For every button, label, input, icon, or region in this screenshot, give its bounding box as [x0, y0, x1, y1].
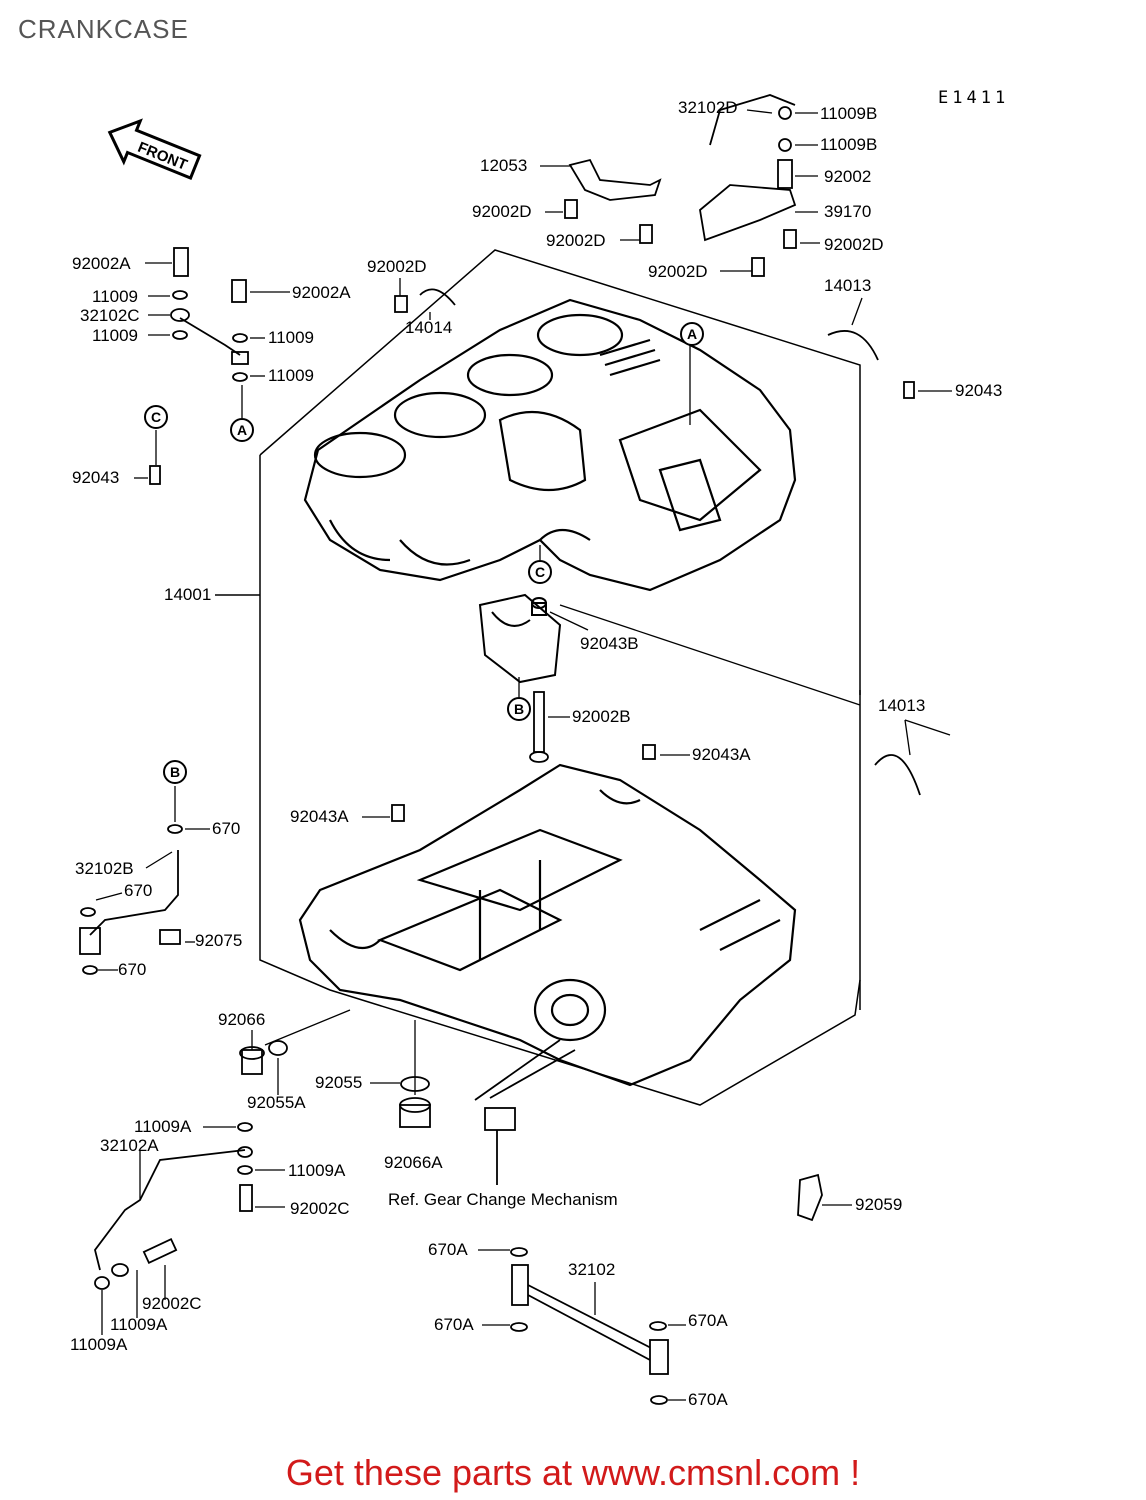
part-label: 32102C	[80, 306, 140, 325]
part-label: 92002	[824, 167, 872, 186]
small-parts	[79, 94, 921, 1405]
part-label: 92043B	[580, 634, 639, 653]
diagram-code: E1411	[938, 88, 1010, 108]
part-label: 14001	[164, 585, 212, 604]
part-label: 32102A	[100, 1136, 159, 1155]
part-label: 32102D	[678, 98, 738, 117]
part-label: 11009A	[134, 1117, 192, 1136]
part-label: 92066A	[384, 1153, 443, 1172]
part-label: 14013	[824, 276, 872, 295]
part-label: 11009B	[820, 135, 878, 154]
part-label: 32102B	[75, 859, 134, 878]
assembly-bracket	[215, 249, 861, 1106]
part-label: 11009A	[110, 1315, 168, 1334]
callout-c-left: C	[144, 405, 168, 429]
part-label: 670	[212, 819, 241, 838]
part-label: 670	[124, 881, 153, 900]
part-label: 39170	[824, 202, 872, 221]
part-label: 14013	[878, 696, 926, 715]
part-label: 11009A	[70, 1335, 128, 1354]
part-label: 11009	[268, 366, 315, 385]
part-label: 32102	[568, 1260, 616, 1279]
part-label: 92066	[218, 1010, 266, 1029]
part-label: 92075	[195, 931, 243, 950]
part-label: 11009	[268, 328, 315, 347]
part-label: 92002D	[546, 231, 606, 250]
part-label: 92055A	[247, 1093, 306, 1112]
part-label: 670A	[434, 1315, 474, 1334]
part-label: 92059	[855, 1195, 903, 1214]
part-label: 92043A	[692, 745, 751, 764]
part-label: 92002B	[572, 707, 631, 726]
part-label: 92043	[955, 381, 1003, 400]
part-label: 14014	[405, 318, 453, 337]
part-label: 670A	[428, 1240, 468, 1259]
part-label: 92002D	[367, 257, 427, 276]
part-label: 92002C	[290, 1199, 350, 1218]
part-label: 11009	[92, 287, 139, 306]
part-label: 92043	[72, 468, 120, 487]
callout-b-left: B	[163, 760, 187, 784]
upper-crankcase	[303, 298, 797, 592]
leader-lines	[95, 109, 952, 1401]
promo-link[interactable]: Get these parts at www.cmsnl.com !	[285, 1452, 861, 1493]
part-label: 12053	[480, 156, 528, 175]
part-label: 92055	[315, 1073, 363, 1092]
reference-note: Ref. Gear Change Mechanism	[388, 1190, 618, 1209]
part-label: 670	[118, 960, 147, 979]
lower-crankcase	[298, 763, 797, 1087]
callout-a-left: A	[230, 418, 254, 442]
callout-b-mid: B	[507, 697, 531, 721]
part-label: 670A	[688, 1390, 728, 1409]
part-label: 11009A	[288, 1161, 346, 1180]
part-label: 92002D	[824, 235, 884, 254]
part-label: 92002D	[472, 202, 532, 221]
part-label: 670A	[688, 1311, 728, 1330]
part-label: 92002D	[648, 262, 708, 281]
part-label: 92002A	[72, 254, 131, 273]
page-title: CRANKCASE	[18, 14, 189, 44]
front-arrow: FRONT	[107, 118, 202, 180]
part-label: 11009B	[820, 104, 878, 123]
part-label: 92043A	[290, 807, 349, 826]
bearing-cap	[478, 593, 562, 684]
callout-a-top: A	[680, 322, 704, 346]
part-label: 92002A	[292, 283, 351, 302]
part-label: 11009	[92, 326, 139, 345]
part-label: 92002C	[142, 1294, 202, 1313]
callout-c-mid: C	[528, 560, 552, 584]
